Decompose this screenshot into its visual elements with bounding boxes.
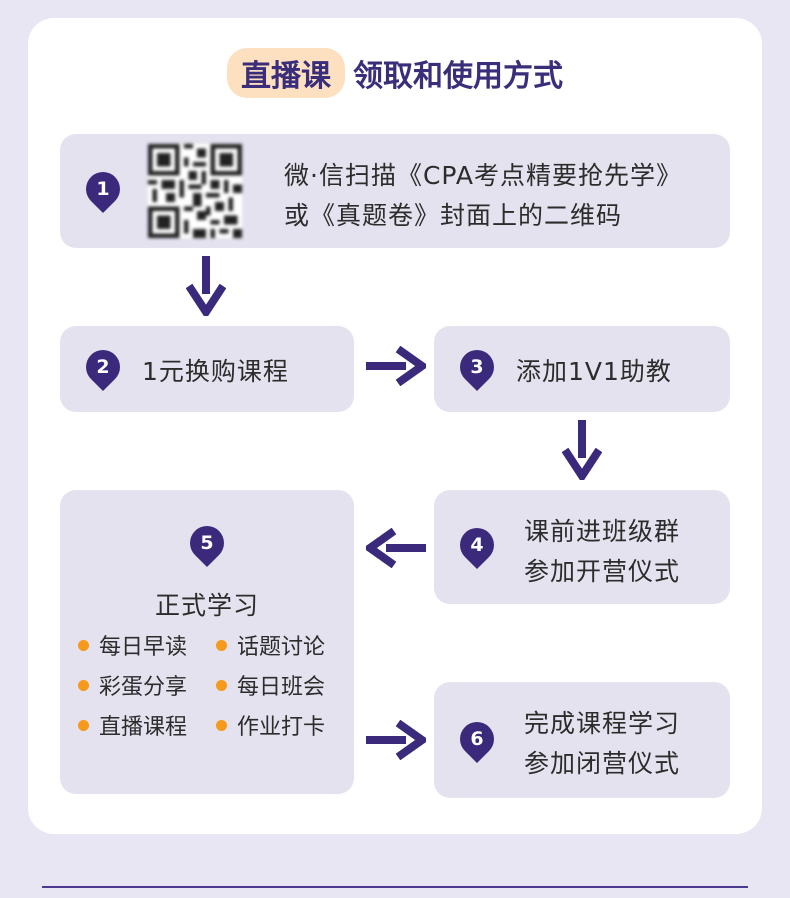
list-item: 每日班会 (216, 672, 356, 700)
arrow-right-icon (366, 720, 426, 760)
step-3-marker-icon: 3 (452, 342, 502, 392)
list-item: 作业打卡 (216, 712, 356, 740)
bullet-dot-icon (78, 719, 89, 731)
bullet-dot-icon (78, 639, 89, 651)
bullet-dot-icon (78, 679, 89, 691)
list-item: 每日早读 (78, 632, 216, 660)
bullet-dot-icon (216, 719, 227, 731)
arrow-down-icon (186, 256, 226, 316)
list-item: 话题讨论 (216, 632, 356, 660)
step-6-line-2: 参加闭营仪式 (524, 749, 681, 778)
arrow-right-icon (366, 346, 426, 386)
step-1-box: 1 微·信扫描《CPA考点精要抢先学》 或《真题卷》封面上的二维码 (60, 134, 730, 248)
step-2-text: 1元换购课程 (142, 357, 289, 386)
arrow-down-icon (562, 420, 602, 480)
page-title: 直播课 领取和使用方式 (0, 48, 790, 98)
step-2-marker-icon: 2 (78, 342, 128, 392)
title-badge: 直播课 (227, 48, 345, 98)
step-1-line-2: 或《真题卷》封面上的二维码 (284, 201, 623, 230)
step-2-box: 2 1元换购课程 (60, 326, 354, 412)
step-5-marker-icon: 5 (182, 518, 232, 568)
step-3-text: 添加1V1助教 (516, 357, 672, 386)
step-4-line-2: 参加开营仪式 (524, 557, 681, 586)
bullet-dot-icon (216, 639, 227, 651)
step-6-marker-icon: 6 (452, 714, 502, 764)
list-item: 彩蛋分享 (78, 672, 216, 700)
step-5-box: 5 正式学习 每日早读 话题讨论 彩蛋分享 每日班会 直播课程 作业打卡 (60, 490, 354, 794)
step-6-line-1: 完成课程学习 (524, 709, 681, 738)
step-1-line-1: 微·信扫描《CPA考点精要抢先学》 (284, 161, 682, 190)
step-3-box: 3 添加1V1助教 (434, 326, 730, 412)
qr-code-icon (148, 144, 242, 238)
bullet-dot-icon (216, 679, 227, 691)
step-1-marker-icon: 1 (78, 164, 128, 214)
study-activities-list: 每日早读 话题讨论 彩蛋分享 每日班会 直播课程 作业打卡 (78, 632, 356, 740)
step-5-title: 正式学习 (154, 591, 259, 620)
title-text: 领取和使用方式 (353, 59, 563, 94)
step-4-box: 4 课前进班级群 参加开营仪式 (434, 490, 730, 604)
list-item: 直播课程 (78, 712, 216, 740)
step-4-line-1: 课前进班级群 (524, 517, 681, 546)
step-6-box: 6 完成课程学习 参加闭营仪式 (434, 682, 730, 798)
divider (42, 886, 748, 888)
step-4-marker-icon: 4 (452, 520, 502, 570)
arrow-left-icon (366, 528, 426, 568)
